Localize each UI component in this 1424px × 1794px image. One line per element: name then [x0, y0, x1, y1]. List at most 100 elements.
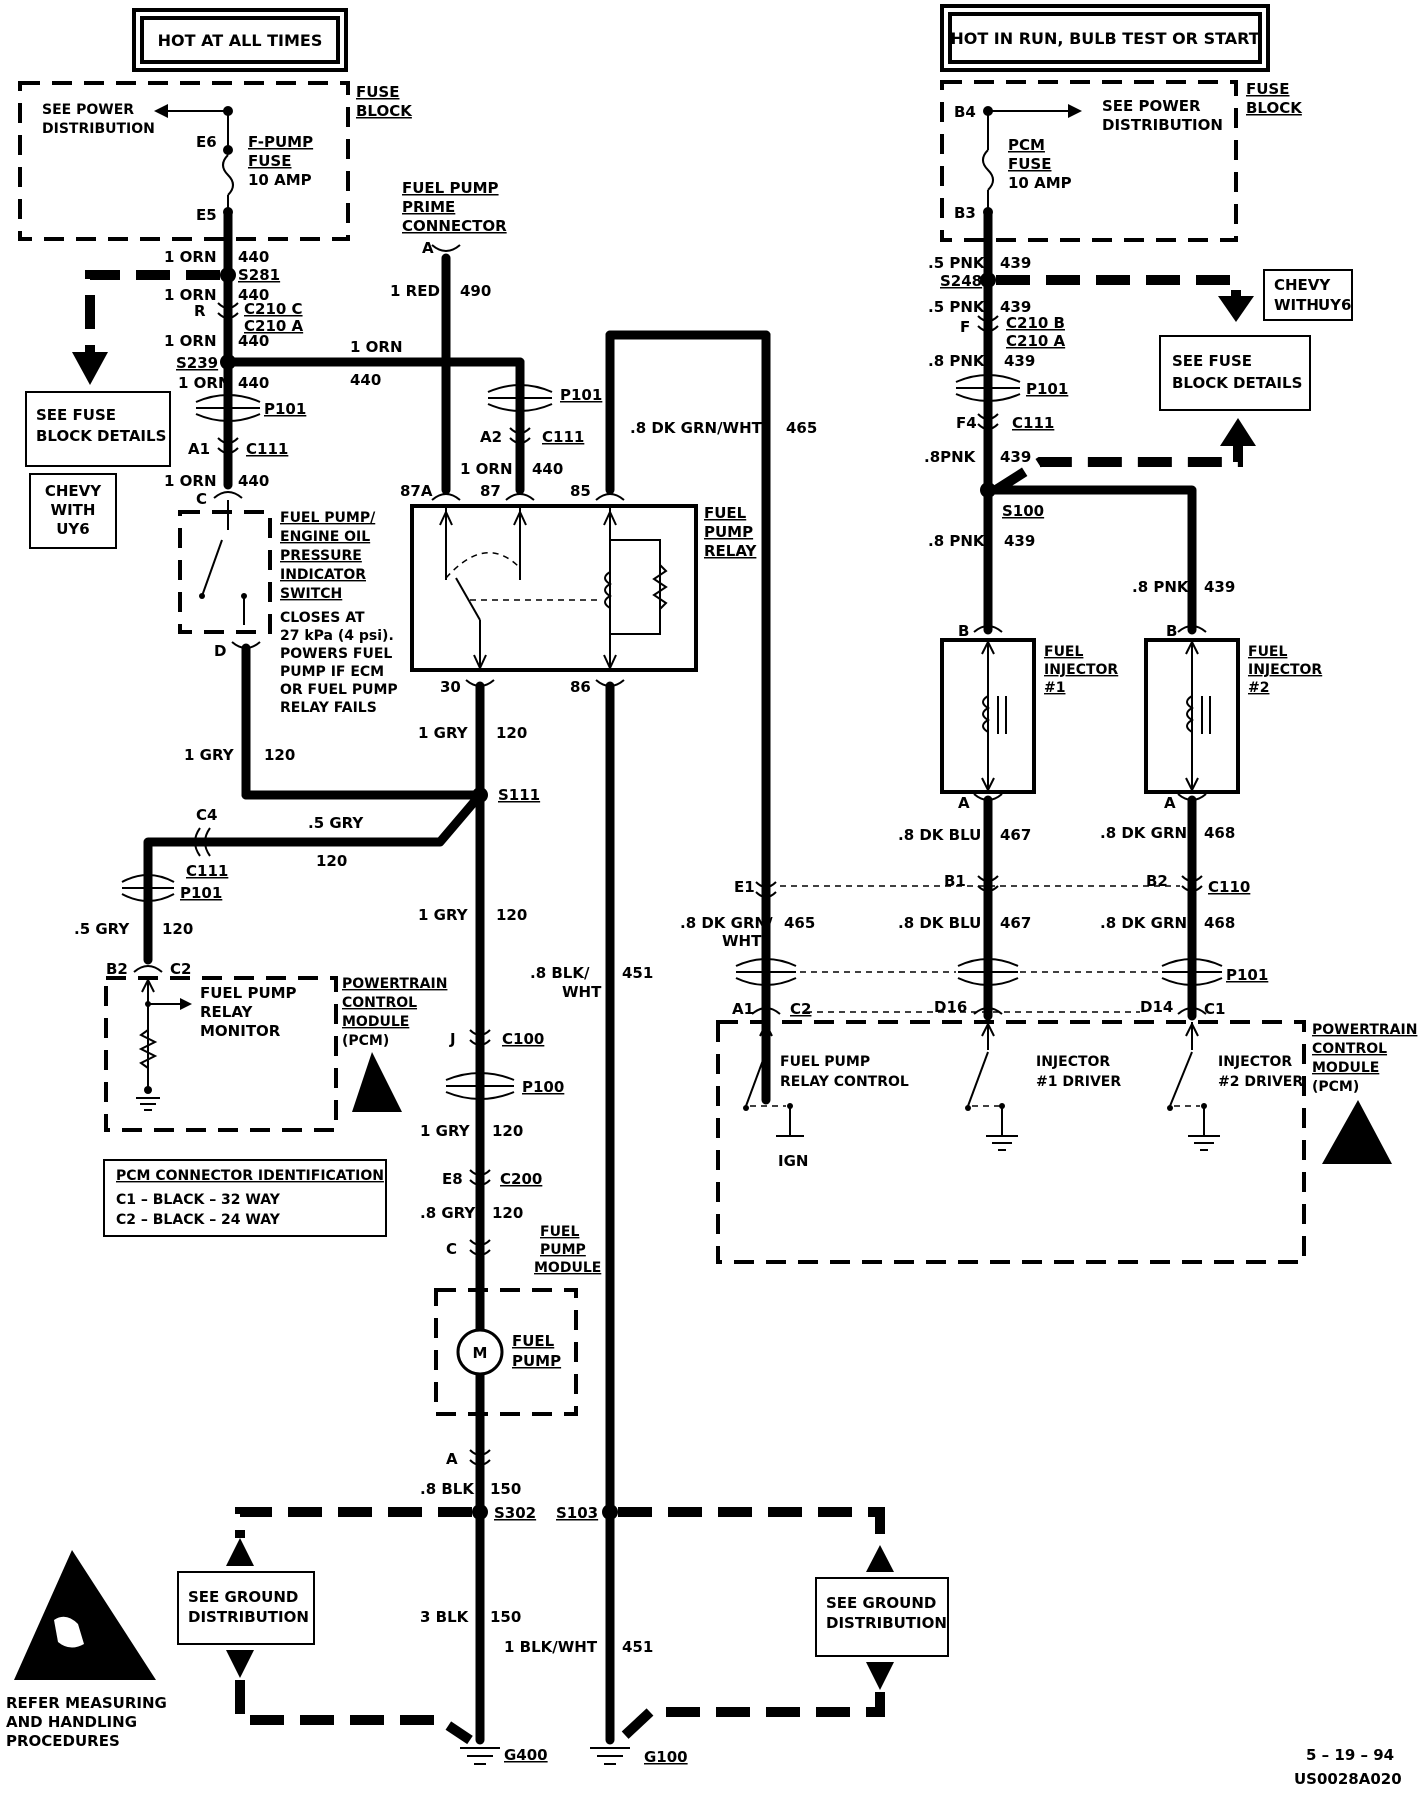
svg-text:.8 DK GRN/: .8 DK GRN/	[680, 914, 773, 932]
svg-text:#1 DRIVER: #1 DRIVER	[1036, 1074, 1121, 1090]
chevy-uy6-left	[29, 473, 117, 549]
svg-text:.8 DK GRN: .8 DK GRN	[1100, 824, 1187, 842]
svg-text:S248: S248	[940, 272, 982, 290]
fuse-block-left	[18, 81, 350, 241]
svg-text:SEE POWER: SEE POWER	[42, 102, 134, 118]
svg-text:120: 120	[492, 1204, 523, 1222]
svg-text:.8 DK BLU: .8 DK BLU	[898, 914, 981, 932]
svg-text:SEE FUSE: SEE FUSE	[36, 406, 116, 424]
fuse-block-right	[940, 80, 1238, 242]
arrow-down-icon	[866, 1662, 894, 1690]
svg-text:WITH: WITH	[1274, 296, 1319, 314]
esd-warning-icon	[1322, 1100, 1392, 1164]
motor-icon	[456, 1328, 504, 1376]
svg-text:C2: C2	[170, 960, 191, 978]
connector-p101-left	[195, 394, 261, 422]
svg-text:BLOCK DETAILS: BLOCK DETAILS	[1172, 374, 1302, 392]
svg-text:MODULE: MODULE	[534, 1260, 601, 1276]
svg-text:1 GRY: 1 GRY	[418, 724, 469, 742]
svg-text:FUEL: FUEL	[540, 1224, 579, 1240]
arrow-down-icon	[72, 352, 108, 385]
svg-text:.8 PNK: .8 PNK	[1132, 578, 1190, 596]
svg-text:.5 PNK: .5 PNK	[928, 298, 986, 316]
svg-text:A: A	[958, 794, 970, 812]
svg-text:490: 490	[460, 282, 491, 300]
svg-text:INJECTOR: INJECTOR	[1248, 662, 1322, 678]
svg-text:C210 A: C210 A	[1006, 332, 1066, 350]
svg-text:A: A	[1164, 794, 1176, 812]
svg-text:A1: A1	[732, 1000, 754, 1018]
arrow-up-icon	[226, 1538, 254, 1566]
svg-text:E1: E1	[734, 878, 755, 896]
svg-text:440: 440	[532, 460, 563, 478]
ground-g100-icon	[590, 1747, 630, 1765]
svg-text:C2 – BLACK – 24 W: C2 – BLACK – 24 WAY	[116, 1212, 281, 1228]
svg-text:OR FUEL PUMP: OR FUEL PUMP	[280, 682, 398, 698]
svg-text:C: C	[196, 490, 207, 508]
svg-text:1 RED: 1 RED	[390, 282, 440, 300]
svg-text:C111: C111	[542, 428, 584, 446]
svg-text:85: 85	[570, 482, 591, 500]
svg-text:30: 30	[440, 678, 461, 696]
svg-text:CONTROL: CONTROL	[1312, 1041, 1387, 1057]
svg-text:1 GRY: 1 GRY	[420, 1122, 471, 1140]
svg-text:.8 GRY: .8 GRY	[420, 1204, 476, 1222]
svg-text:BLOCK: BLOCK	[1246, 99, 1303, 117]
svg-text:S103: S103	[556, 1504, 598, 1522]
oil-pressure-switch-box	[178, 510, 272, 634]
svg-text:E5: E5	[196, 206, 217, 224]
see-fuse-details-right	[1159, 335, 1311, 411]
see-fuse-details-left	[25, 391, 171, 467]
svg-text:27 kPa (4 psi).: 27 kPa (4 psi).	[280, 628, 394, 644]
svg-text:.8 BLK/: .8 BLK/	[530, 964, 590, 982]
svg-text:C: C	[446, 1240, 457, 1258]
injector-coil-icon	[1186, 695, 1194, 733]
svg-text:1 BLK/WHT: 1 BLK/WHT	[504, 1638, 598, 1656]
svg-text:465: 465	[786, 419, 817, 437]
svg-text:440: 440	[238, 472, 269, 490]
svg-text:CLOSES AT: CLOSES AT	[280, 610, 365, 626]
svg-text:1 ORN: 1 ORN	[460, 460, 513, 478]
svg-text:439: 439	[1000, 298, 1031, 316]
svg-text:150: 150	[490, 1480, 521, 1498]
svg-text:C111: C111	[186, 862, 228, 880]
svg-text:C210 A: C210 A	[244, 317, 304, 335]
svg-text:120: 120	[496, 724, 527, 742]
svg-text:BLOCK: BLOCK	[356, 102, 413, 120]
svg-text:P101: P101	[180, 884, 222, 902]
svg-text:451: 451	[622, 964, 653, 982]
svg-text:WHT: WHT	[562, 983, 602, 1001]
svg-text:PRIME: PRIME	[402, 198, 455, 216]
svg-text:C210 B: C210 B	[1006, 314, 1065, 332]
svg-text:440: 440	[238, 374, 269, 392]
svg-text:UY6: UY6	[1318, 296, 1351, 314]
svg-text:FUSE: FUSE	[1246, 80, 1289, 98]
svg-text:F: F	[960, 318, 970, 336]
svg-text:C111: C111	[1012, 414, 1054, 432]
svg-text:FUSE: FUSE	[356, 83, 399, 101]
svg-text:B: B	[958, 622, 969, 640]
svg-text:1 ORN: 1 ORN	[164, 332, 217, 350]
svg-text:439: 439	[1004, 352, 1035, 370]
svg-text:REFER MEASURING: REFER MEASURING	[6, 1694, 167, 1712]
svg-text:120: 120	[264, 746, 295, 764]
svg-text:FUEL PUMP: FUEL PUMP	[200, 984, 297, 1002]
svg-text:1 ORN: 1 ORN	[164, 248, 217, 266]
svg-text:G400: G400	[504, 1746, 548, 1764]
svg-text:.8PNK: .8PNK	[924, 448, 977, 466]
svg-text:C210 C: C210 C	[244, 300, 303, 318]
svg-text:150: 150	[490, 1608, 521, 1626]
svg-text:FUEL: FUEL	[1248, 644, 1287, 660]
pcm-connector-table	[103, 1159, 387, 1237]
svg-text:MODULE: MODULE	[1312, 1060, 1379, 1076]
svg-text:1 GRY: 1 GRY	[418, 906, 469, 924]
svg-text:B2: B2	[1146, 872, 1168, 890]
svg-text:PCM: PCM	[1008, 136, 1045, 154]
svg-text:120: 120	[496, 906, 527, 924]
svg-text:3 BLK: 3 BLK	[420, 1608, 470, 1626]
svg-text:.5 GRY: .5 GRY	[74, 920, 130, 938]
date-label: 5 – 19 – 94	[1306, 1746, 1394, 1764]
arrow-down-icon	[226, 1650, 254, 1678]
svg-text:451: 451	[622, 1638, 653, 1656]
